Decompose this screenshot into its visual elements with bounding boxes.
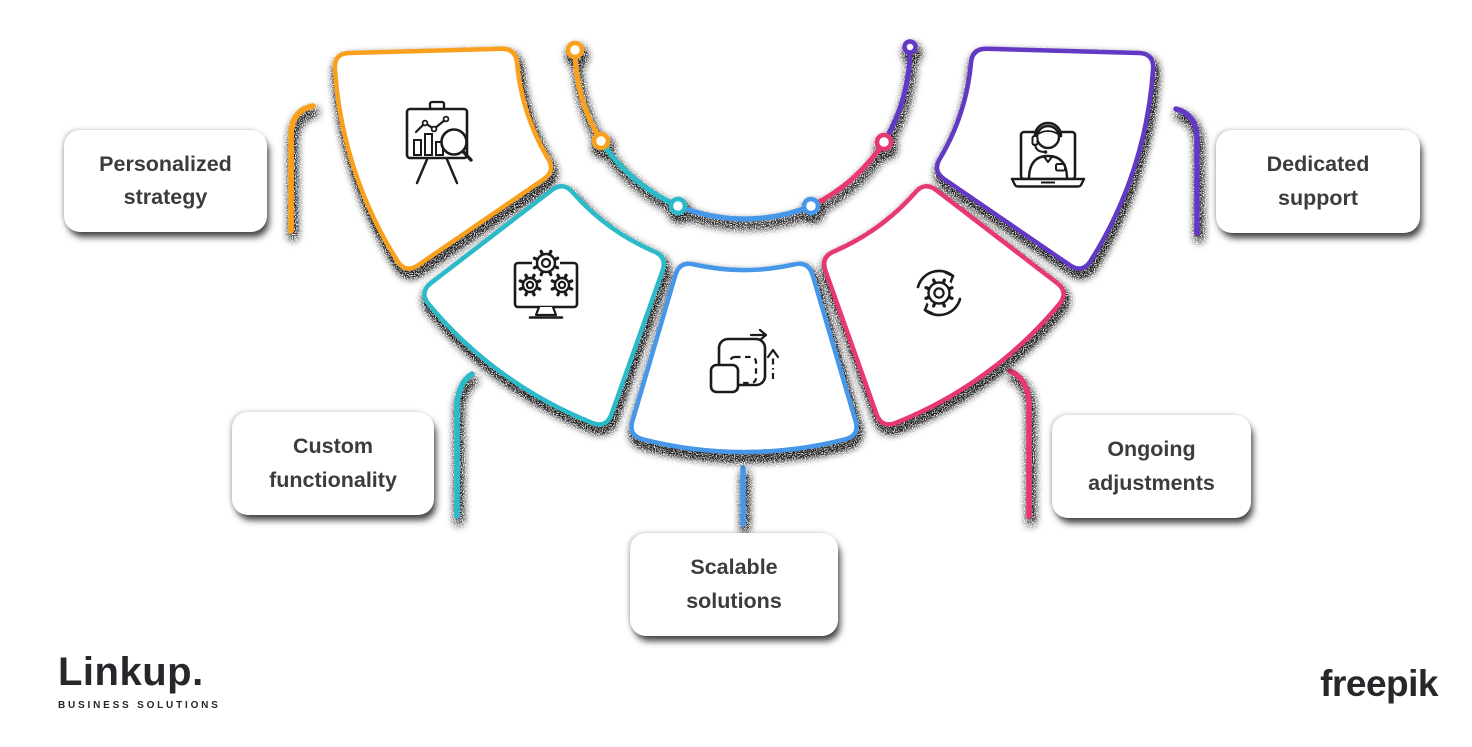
label-line: Dedicated [1266,152,1370,177]
label-personalized-strategy: Personalized strategy [64,130,267,232]
label-line: solutions [686,588,782,613]
brand-logo: Linkup. BUSINESS SOLUTIONS [58,650,221,711]
connector-dedicated-support [1173,106,1200,236]
label-line: adjustments [1088,470,1215,495]
label-scalable-solutions: Scalable solutions [630,533,838,636]
connector-custom-functionality [454,371,475,519]
arc-segment-5 [881,44,913,145]
presentation-analysis-icon [405,100,473,185]
freepik-watermark: freepik [1320,663,1438,704]
arc-segment-3 [675,203,814,222]
label-line: Custom [292,434,374,459]
arc-dot [902,39,918,55]
arc-dot [565,40,585,60]
label-line: functionality [269,467,397,492]
monitor-gears-icon [513,249,579,319]
label-line: Scalable [690,555,778,580]
label-line: Ongoing [1107,437,1196,462]
connector-ongoing-adjustments [1007,368,1032,519]
arc-segment-4 [808,139,887,209]
label-line: Personalized [99,151,232,176]
label-line: strategy [123,185,208,209]
scalable-squares-icon [709,328,780,394]
gear-rotation-icon [916,269,962,317]
support-agent-laptop-icon [1010,121,1086,188]
arc-dot [874,132,894,152]
connector-personalized-strategy [288,103,316,234]
arc-dot [591,131,611,151]
label-ongoing-adjustments: Ongoing adjustments [1052,415,1251,518]
arc-segment-2 [598,138,681,209]
label-line: support [1277,185,1359,210]
label-custom-functionality: Custom functionality [232,412,434,515]
brand-logo-tagline: BUSINESS SOLUTIONS [58,700,221,711]
arc-dot [668,196,688,216]
arc-segment-1 [572,47,604,144]
brand-logo-text: Linkup. [58,650,204,694]
arc-dot [801,196,821,216]
label-dedicated-support: Dedicated support [1216,130,1420,233]
